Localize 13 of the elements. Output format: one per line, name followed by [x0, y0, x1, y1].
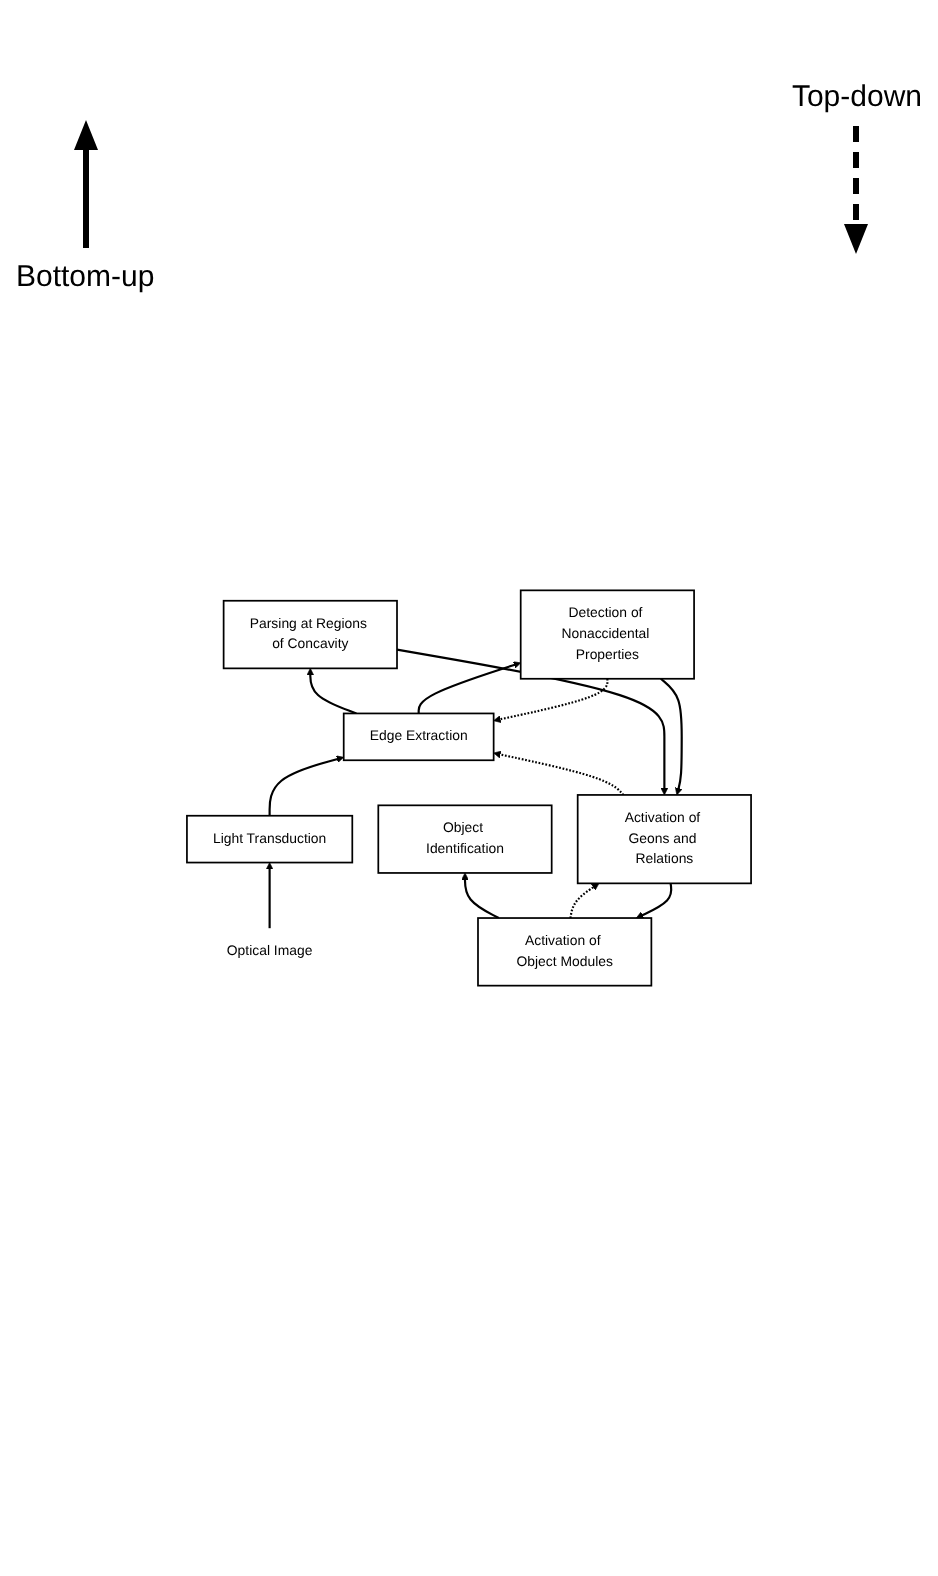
arrow — [569, 883, 600, 919]
arrow — [635, 883, 673, 919]
arrow — [265, 862, 274, 929]
arrow — [461, 872, 500, 919]
legend-text: Top-down — [791, 80, 922, 114]
arrow — [493, 678, 609, 723]
arrow — [396, 648, 669, 796]
arrow — [493, 750, 625, 796]
legend-text: Bottom-up — [16, 260, 155, 294]
arrow — [660, 677, 683, 796]
arrow — [417, 661, 522, 714]
arrow — [268, 755, 345, 816]
arrow — [306, 668, 357, 715]
